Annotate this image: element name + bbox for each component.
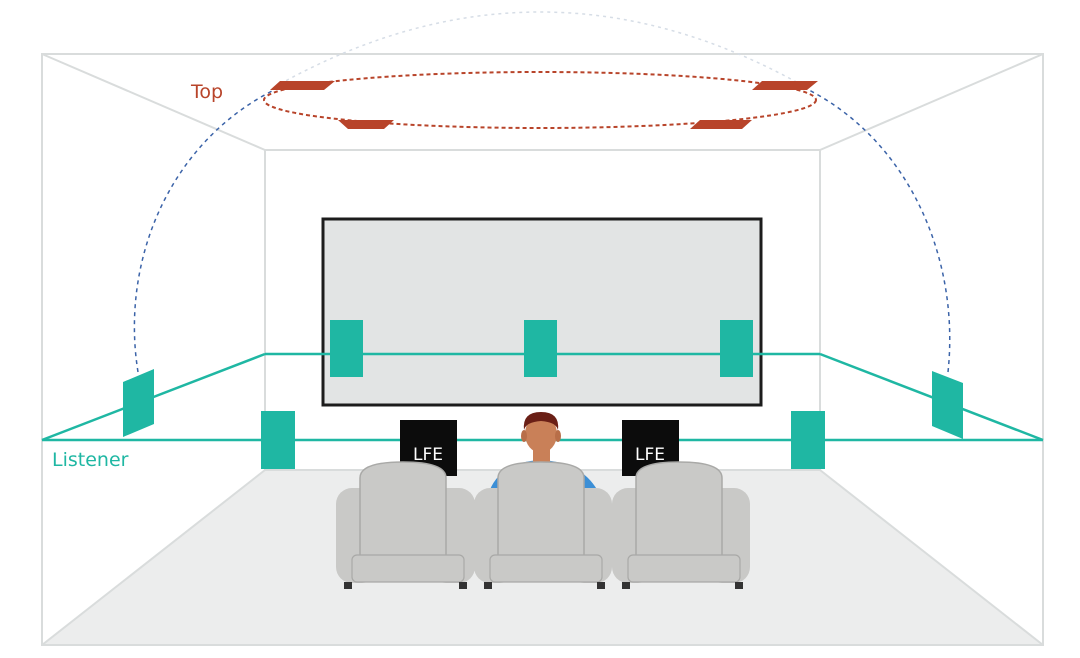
armchair-icon (336, 461, 475, 589)
top-label: Top (190, 81, 223, 103)
front-right-speaker (720, 320, 753, 377)
side-left-speaker (123, 369, 154, 437)
top-speaker-front-left (270, 81, 335, 90)
front-speakers (330, 320, 753, 377)
theater-seats (336, 461, 750, 589)
surround-right-speaker (791, 411, 825, 469)
projection-screen (321, 217, 763, 407)
center-speaker (524, 320, 557, 377)
top-speaker-rear-right (690, 120, 752, 129)
right-elevation-arc (804, 87, 951, 373)
top-speaker-front-right (752, 81, 818, 90)
person-hair (523, 412, 559, 430)
lfe-right-label: LFE (635, 445, 665, 465)
front-left-speaker (330, 320, 363, 377)
left-elevation-arc (133, 87, 279, 373)
top-speaker-rear-left (338, 120, 394, 129)
armchair-icon (612, 461, 750, 589)
side-right-speaker (932, 371, 963, 439)
armchair-icon (474, 461, 612, 589)
lfe-left-label: LFE (413, 445, 443, 465)
surround-left-speaker (261, 411, 295, 469)
top-speaker-ring (263, 71, 817, 129)
top-speakers (270, 81, 818, 129)
outer-arc (279, 11, 801, 85)
listener-label: Listener (52, 449, 129, 471)
